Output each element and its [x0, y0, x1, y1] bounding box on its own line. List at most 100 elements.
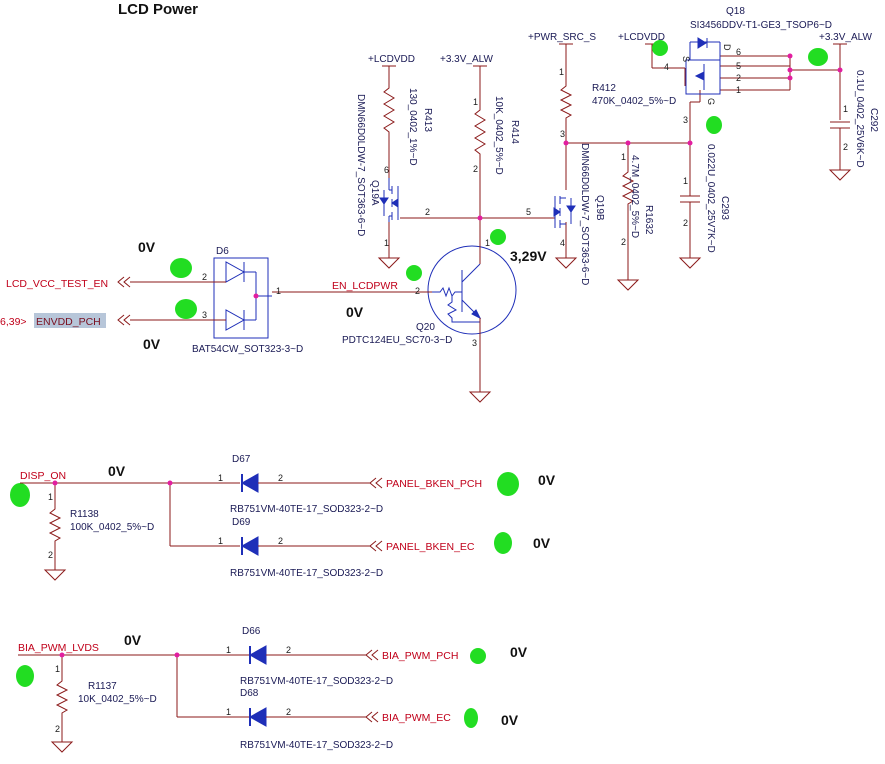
r1137-pin1: 1: [55, 664, 60, 674]
q20-symbol: [427, 240, 517, 392]
r1632-ref: R1632: [643, 205, 654, 235]
measure-0v-6: 0V: [533, 535, 551, 551]
net-panel-bken-ec: PANEL_BKEN_EC: [386, 541, 475, 553]
r1632-pin2: 2: [621, 237, 626, 247]
d69-ref: D69: [232, 517, 251, 528]
r1632-pin1: 1: [621, 152, 626, 162]
probe-markers: [10, 40, 828, 728]
q20-pin3: 3: [472, 338, 477, 348]
d6-pin1: 1: [276, 286, 281, 296]
net-3v3-alw-1: +3.3V_ALW: [440, 54, 493, 65]
net-envdd-ref: 6,39>: [0, 316, 27, 328]
net-bia-pwm-pch: BIA_PWM_PCH: [382, 650, 458, 662]
d68-pin2: 2: [286, 707, 291, 717]
r412-value: 470K_0402_5%~D: [592, 96, 676, 107]
q18-pin2: 2: [736, 73, 741, 83]
q19a-part: DMN66D0LDW-7_SOT363-6~D: [355, 94, 366, 236]
r413-branch: [383, 66, 395, 258]
q18-g-label: G: [706, 98, 716, 105]
net-disp-on: DISP_ON: [20, 470, 66, 482]
r412-ref: R412: [592, 83, 616, 94]
r1137-pin2: 2: [55, 724, 60, 734]
c293-branch: [680, 102, 700, 258]
d66-pin1: 1: [226, 645, 231, 655]
q19a-symbol: [379, 178, 399, 222]
ground-symbols-top: [377, 169, 852, 403]
d66-part: RB751VM-40TE-17_SOD323-2~D: [240, 676, 393, 687]
net-en-lcdpwr: EN_LCDPWR: [332, 280, 398, 292]
junction-dots-top: [253, 53, 843, 299]
r1137-value: 10K_0402_5%~D: [78, 694, 157, 705]
disp-on-section: [20, 473, 383, 581]
net-bia-pwm-lvds: BIA_PWM_LVDS: [18, 642, 99, 654]
d68-ref: D68: [240, 688, 259, 699]
measure-0v-5: 0V: [538, 472, 556, 488]
net-pwr-src-s: +PWR_SRC_S: [528, 32, 596, 43]
r414-value: 10K_0402_5%~D: [493, 96, 504, 175]
q19a-pin2: 2: [425, 207, 430, 217]
d68-pin1: 1: [226, 707, 231, 717]
c292-ref: C292: [868, 108, 879, 132]
measure-0v-7: 0V: [124, 632, 142, 648]
bia-pwm-section: [18, 645, 379, 753]
net-lcdvdd-1: +LCDVDD: [368, 54, 415, 65]
r1138-pin1: 1: [48, 492, 53, 502]
q19b-pin5: 5: [526, 207, 531, 217]
q20-ref: Q20: [416, 322, 435, 333]
q19b-symbol: [553, 196, 576, 228]
r1632-branch: [621, 143, 635, 280]
q18-pin1: 1: [736, 85, 741, 95]
d67-pin1: 1: [218, 473, 223, 483]
net-lcdvdd-2: +LCDVDD: [618, 32, 665, 43]
q19b-pin4: 4: [560, 238, 565, 248]
c293-ref: C293: [719, 196, 730, 220]
d6-ref: D6: [216, 246, 229, 257]
d69-part: RB751VM-40TE-17_SOD323-2~D: [230, 568, 383, 579]
c293-value: 0.022U_0402_25V7K~D: [705, 144, 716, 253]
r1137-ref: R1137: [88, 681, 117, 692]
r414-ref: R414: [509, 120, 520, 144]
d66-pin2: 2: [286, 645, 291, 655]
q18-d-label: D: [722, 44, 732, 51]
q18-part: SI3456DDV-T1-GE3_TSOP6~D: [690, 20, 832, 31]
q19a-pin1: 1: [384, 238, 389, 248]
r413-ref: R413: [422, 108, 433, 132]
d6-part: BAT54CW_SOT323-3~D: [192, 344, 303, 355]
c292-value: 0.1U_0402_25V6K~D: [854, 70, 865, 168]
q20-pin2: 2: [415, 286, 420, 296]
r412-pin1: 1: [559, 67, 564, 77]
r1138-pin2: 2: [48, 550, 53, 560]
d68-part: RB751VM-40TE-17_SOD323-2~D: [240, 740, 393, 751]
net-envdd-pch: ENVDD_PCH: [36, 316, 101, 328]
d6-pin2: 2: [202, 272, 207, 282]
measure-0v-2: 0V: [143, 336, 161, 352]
net-lcd-vcc-test-en: LCD_VCC_TEST_EN: [6, 278, 108, 290]
r414-branch: [474, 66, 486, 240]
r414-pin2: 2: [473, 164, 478, 174]
measure-0v-1: 0V: [138, 239, 156, 255]
q20-pin1: 1: [485, 238, 490, 248]
measure-0v-9: 0V: [501, 712, 519, 728]
r412-branch: [559, 44, 573, 258]
q20-part: PDTC124EU_SC70-3~D: [342, 335, 452, 346]
r414-pin1: 1: [473, 97, 478, 107]
q18-pin4: 4: [664, 62, 669, 72]
r1632-value: 4.7M_0402_5%~D: [629, 155, 640, 238]
measure-0v-3: 0V: [346, 304, 364, 320]
measure-329v: 3,29V: [510, 248, 547, 264]
d66-ref: D66: [242, 626, 261, 637]
d69-pin2: 2: [278, 536, 283, 546]
envdd-highlight: [34, 313, 106, 328]
q18-lines: [651, 44, 850, 170]
d67-ref: D67: [232, 454, 251, 465]
d6-symbol: [117, 257, 272, 339]
r413-value: 130_0402_1%~D: [407, 88, 418, 166]
measure-0v-8: 0V: [510, 644, 528, 660]
q18-pin3: 3: [683, 115, 688, 125]
q19b-ref: Q19B: [594, 195, 605, 221]
net-3v3-alw-2: +3.3V_ALW: [819, 32, 872, 43]
q18-ref: Q18: [726, 6, 745, 17]
net-bia-pwm-ec: BIA_PWM_EC: [382, 712, 451, 724]
